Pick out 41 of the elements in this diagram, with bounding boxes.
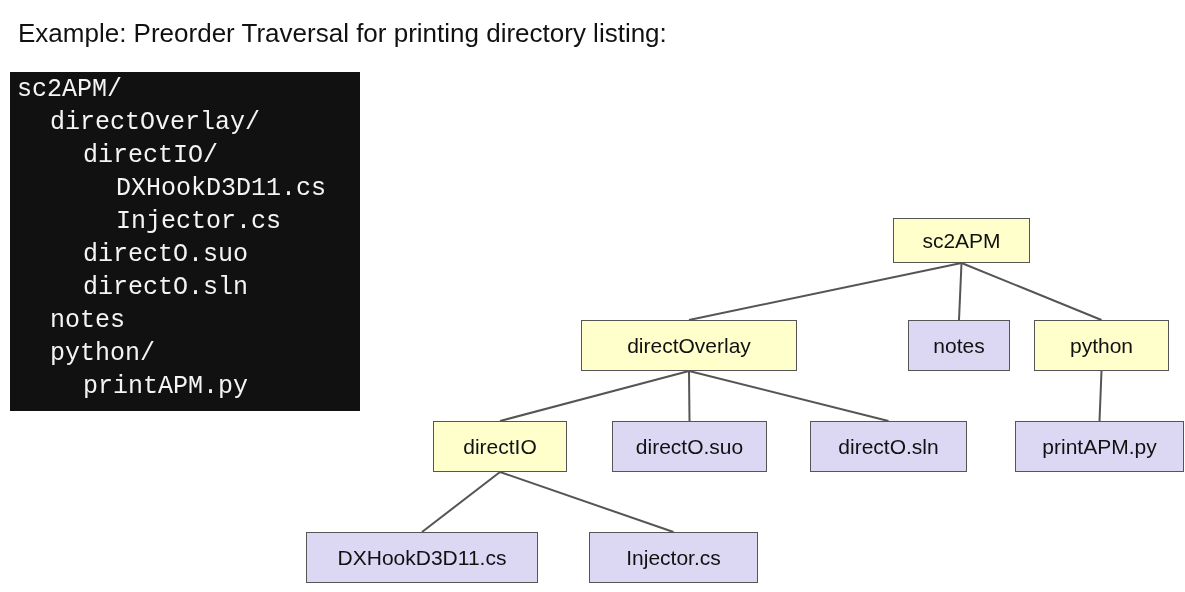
node-label: directO.suo	[635, 434, 744, 459]
tree-line	[421, 471, 501, 533]
file-box	[1015, 421, 1184, 472]
node-label: sc2APM	[922, 228, 1001, 253]
code-line: directIO/	[83, 141, 219, 171]
code-panel	[10, 72, 360, 411]
tree-line	[1098, 370, 1103, 422]
file-box	[612, 421, 767, 472]
tree-line	[958, 262, 963, 321]
tree-line	[688, 370, 691, 422]
node-label: notes	[933, 333, 985, 358]
tree-line	[499, 471, 675, 533]
node-label: Injector.cs	[626, 545, 721, 570]
folder-box	[581, 320, 797, 371]
tree-line	[688, 370, 890, 422]
folder-box	[1034, 320, 1169, 371]
folder-box	[433, 421, 567, 472]
node-label: DXHookD3D11.cs	[337, 545, 507, 570]
code-line: directOverlay/	[50, 108, 261, 138]
file-box	[589, 532, 758, 583]
code-line: notes	[50, 306, 125, 336]
file-box	[810, 421, 967, 472]
node-label: directOverlay	[627, 333, 751, 358]
node-label: printAPM.py	[1042, 434, 1157, 459]
file-box	[306, 532, 538, 583]
code-line: sc2APM/	[17, 75, 123, 105]
node-label: directO.sln	[838, 434, 939, 459]
code-line: DXHookD3D11.cs	[116, 174, 327, 204]
code-line: directO.sln	[83, 273, 249, 303]
node-label: python	[1069, 333, 1134, 358]
tree-line	[960, 262, 1103, 321]
tree-line	[499, 370, 690, 422]
code-line: Injector.cs	[116, 207, 282, 237]
file-box	[908, 320, 1010, 371]
code-line: printAPM.py	[83, 372, 249, 402]
node-label: directIO	[463, 434, 537, 459]
tree-line	[688, 262, 963, 321]
code-line: python/	[50, 339, 156, 369]
code-line: directO.suo	[83, 240, 249, 270]
heading: Example: Preorder Traversal for printing directory listing:	[18, 18, 667, 49]
folder-box	[893, 218, 1030, 263]
